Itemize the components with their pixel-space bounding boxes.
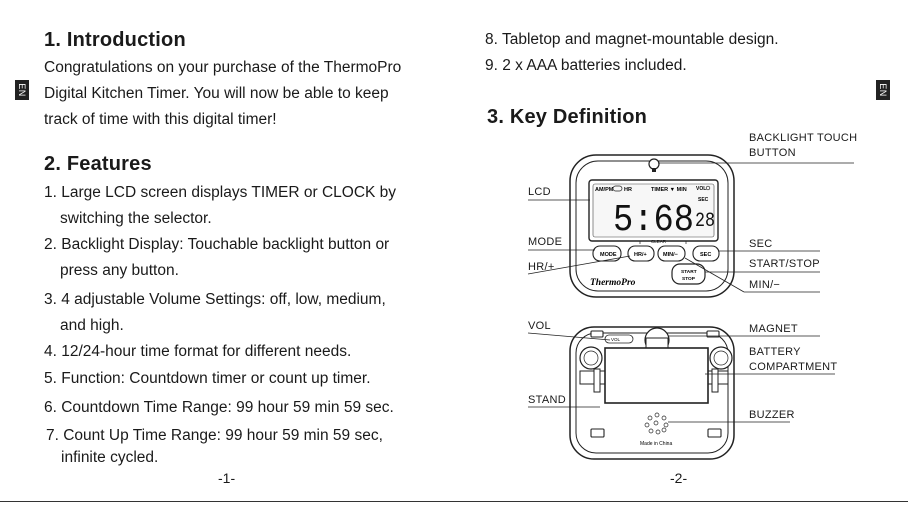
label-min: MIN/− [749,279,781,291]
lcd-hr: HR [624,187,632,193]
label-sec: SEC [749,238,773,250]
language-tab-left: EN [15,80,29,100]
feature-line: 2. Backlight Display: Touchable backligh… [44,236,390,253]
feature-line: 7. Count Up Time Range: 99 hour 59 min 5… [46,427,383,444]
stand-hinge-left-icon [579,346,603,370]
made-in-text: Made in China [640,441,672,447]
key-definition-heading: 3. Key Definition [487,106,648,128]
feature-item: 4. 12/24-hour time format for different … [44,339,351,365]
leader-line [527,332,611,341]
start-stop-button [671,263,706,285]
sec-button-label: SEC [700,252,711,258]
leader-line [684,257,745,293]
stop-label: STOP [682,276,696,282]
back-vol-text: VOL [611,337,621,342]
feature-line: switching the selector. [60,210,212,227]
label-compartment: COMPARTMENT [749,361,838,373]
feature-item: 2. Backlight Display: Touchable backligh… [44,232,389,284]
page-number-left: -1- [218,470,236,486]
lcd-digits: 5:68 [613,199,694,242]
feature-line: infinite cycled. [61,449,159,466]
battery-compartment [604,347,709,404]
intro-line: Digital Kitchen Timer. You will now be a… [44,85,389,102]
label-magnet: MAGNET [749,323,798,335]
foot-icon [707,428,722,438]
timer-back-diagram: VOL Made in China [527,326,835,460]
lcd-inner [592,183,715,238]
brand-logo: ThermoPro [590,278,636,288]
toggle-icon [612,185,623,192]
vol-switch [604,334,634,344]
intro-line: track of time with this digital timer! [44,111,277,128]
magnet-mount [645,337,669,349]
feature-line: 3. 4 adjustable Volume Settings: off, lo… [44,291,386,308]
lcd-sec: SEC [698,197,709,203]
page-number-right: -2- [670,470,688,486]
feature-line: 1. Large LCD screen displays TIMER or CL… [44,184,397,201]
sec-button [692,245,720,262]
intro-text: Congratulations on your purchase of the … [44,55,401,133]
label-backlight-2: BUTTON [749,147,796,159]
hr-plus-button [627,245,655,262]
feature-line: 6. Countdown Time Range: 99 hour 59 min … [44,399,394,416]
clip-icon [590,330,604,338]
stand-hinge-right-inner [713,350,729,366]
lcd-small-digits: 28 [695,210,715,233]
clear-label: CLEAR [651,239,667,244]
feature-item: 8. Tabletop and magnet-mountable design. [485,31,779,48]
feature-item: 3. 4 adjustable Volume Settings: off, lo… [44,287,386,339]
lcd-vol: VOL [696,186,706,192]
label-stand: STAND [528,394,566,406]
language-tab-right: EN [876,80,890,100]
label-mode: MODE [528,236,563,248]
foot-icon [590,428,605,438]
label-buzzer: BUZZER [749,409,795,421]
min-minus-button [657,245,686,262]
mode-button-label: MODE [600,252,617,258]
features-heading: 2. Features [44,153,152,175]
hr-plus-button-label: HR/+ [634,252,647,258]
timer-front-diagram: AM/PM HR TIMER ▼ MIN VOL SEC 5:68 28 CLE… [527,154,854,298]
start-label: START [681,269,697,275]
feature-item: 6. Countdown Time Range: 99 hour 59 min … [44,395,394,421]
clip-icon [706,330,720,338]
label-start-stop: START/STOP [749,258,820,270]
label-battery: BATTERY [749,346,801,358]
buzzer-icon [644,412,669,435]
backlight-bulb-base-icon [652,168,656,172]
label-backlight: BACKLIGHT TOUCH [749,132,858,144]
backlight-bulb-icon [648,158,660,170]
feature-line: and high. [60,317,124,334]
lcd-timer: TIMER ▼ MIN [651,187,687,193]
min-minus-button-label: MIN/− [663,252,678,258]
stand-hinge-left-inner [583,350,599,366]
intro-line: Congratulations on your purchase of the … [44,59,402,76]
clear-bracket [639,240,687,244]
stand-hinge-right-icon [709,346,733,370]
stand-leg-left [593,368,601,393]
feature-line: press any button. [60,262,179,279]
feature-line: 5. Function: Countdown timer or count up… [44,370,371,387]
feature-item: 5. Function: Countdown timer or count up… [44,366,371,392]
feature-line: 4. 12/24-hour time format for different … [44,343,352,360]
feature-item: 1. Large LCD screen displays TIMER or CL… [44,180,396,232]
feature-item: 7. Count Up Time Range: 99 hour 59 min 5… [46,423,383,471]
leader-line [527,255,631,275]
lcd-vol-dot-icon [705,185,711,191]
feature-item: 9. 2 x AAA batteries included. [485,57,687,74]
label-hr: HR/+ [528,261,555,273]
stand-leg-right [711,368,719,393]
mode-button [592,245,622,262]
label-lcd: LCD [528,186,551,198]
label-vol: VOL [528,320,551,332]
intro-heading: 1. Introduction [44,29,186,51]
lcd-ampm: AM/PM [595,187,614,193]
bottom-rule [0,501,908,502]
